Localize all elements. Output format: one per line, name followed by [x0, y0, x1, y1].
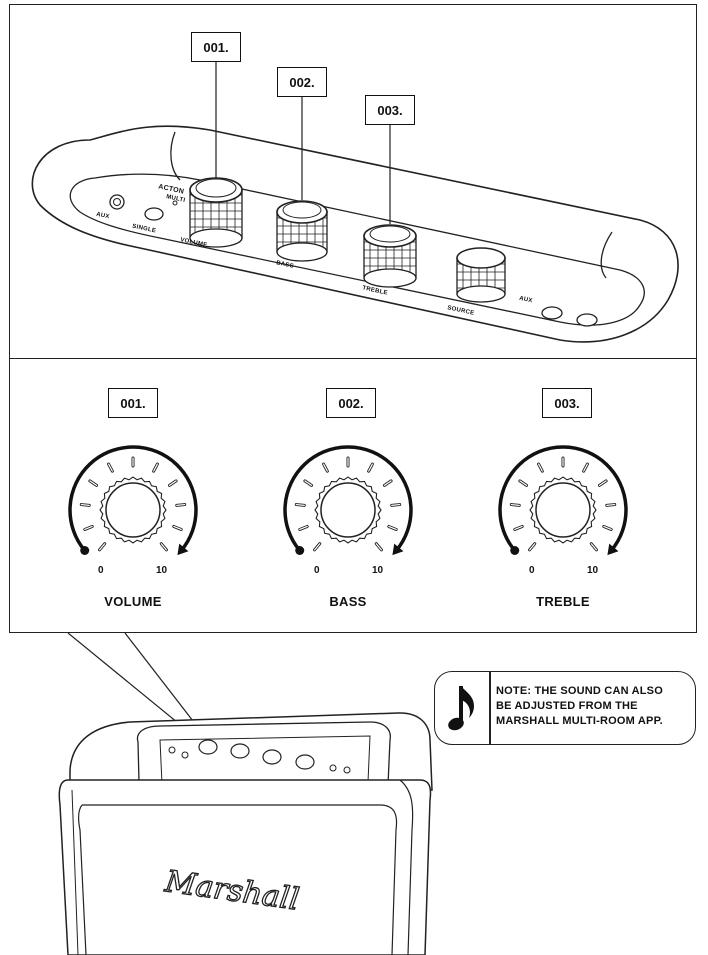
- dial-tick-inner: [153, 463, 159, 472]
- dial-tick-inner: [514, 525, 523, 531]
- note-line: BE ADJUSTED FROM THE: [496, 700, 638, 712]
- dial-tick-inner: [528, 543, 536, 551]
- speaker-illustration: Marshall: [58, 632, 433, 955]
- callout-002: 002.: [277, 67, 327, 97]
- dial-callout-002: 002.: [326, 388, 376, 418]
- dial-tick-inner: [322, 463, 328, 472]
- dial-start-dot: [80, 545, 90, 555]
- dial-tick-inner: [606, 503, 616, 507]
- dial-tick-inner: [603, 525, 612, 531]
- music-note-icon: [448, 686, 474, 731]
- panel-knob-bass: [276, 200, 328, 262]
- treble-name: TREBLE: [536, 594, 590, 609]
- dial-arc: [498, 445, 628, 552]
- dial-tick-inner: [173, 525, 182, 531]
- dial-arrow: [392, 543, 404, 556]
- dial-3: [498, 445, 628, 556]
- volume-name: VOLUME: [104, 594, 162, 609]
- dial-tick-inner: [537, 463, 543, 472]
- dial-tick-inner: [160, 543, 168, 551]
- knob-detail-frame: [9, 358, 697, 633]
- dial-tick-inner: [375, 543, 383, 551]
- note-divider: [489, 671, 491, 745]
- volume-min-label: 0: [98, 565, 104, 576]
- dial-start-dot: [510, 545, 520, 555]
- dial-diagrams: [68, 445, 628, 556]
- callout-001: 001.: [191, 32, 241, 62]
- top-panel-frame: [9, 4, 697, 359]
- treble-max-label: 10: [587, 565, 599, 576]
- dial-tick-inner: [391, 503, 401, 507]
- dial-tick-inner: [107, 463, 113, 472]
- dial-tick-inner: [89, 480, 98, 486]
- dial-tick-inner: [84, 525, 93, 531]
- dial-tick-inner: [368, 463, 374, 472]
- dial-tick-inner: [168, 480, 177, 486]
- callout-003: 003.: [365, 95, 415, 125]
- dial-tick-inner: [510, 503, 520, 507]
- panel-knob-volume: [189, 177, 243, 248]
- note-text: NOTE: THE SOUND CAN ALSO BE ADJUSTED FRO…: [496, 684, 692, 729]
- dial-tick-inner: [519, 480, 528, 486]
- dial-arrow: [607, 543, 619, 556]
- dial-tick-inner: [583, 463, 589, 472]
- note-line: MARSHALL MULTI-ROOM APP.: [496, 715, 663, 727]
- dial-arc: [283, 445, 413, 552]
- dial-tick-inner: [295, 503, 305, 507]
- dial-1: [68, 445, 198, 556]
- dial-tick-inner: [598, 480, 607, 486]
- dial-knob-cap: [105, 482, 161, 538]
- note-line: NOTE: THE SOUND CAN ALSO: [496, 685, 663, 697]
- dial-arrow: [177, 543, 189, 556]
- dial-tick-inner: [176, 503, 186, 507]
- bass-name: BASS: [329, 594, 367, 609]
- treble-min-label: 0: [529, 565, 535, 576]
- control-panel-illustration: [31, 62, 679, 343]
- dial-arc: [68, 445, 198, 552]
- note-box: [434, 671, 696, 745]
- dial-knob-cap: [535, 482, 591, 538]
- dial-tick-inner: [299, 525, 308, 531]
- bass-max-label: 10: [372, 565, 384, 576]
- dial-tick-inner: [80, 503, 90, 507]
- dial-start-dot: [295, 545, 305, 555]
- dial-tick-inner: [304, 480, 313, 486]
- dial-tick-inner: [313, 543, 321, 551]
- dial-tick-inner: [383, 480, 392, 486]
- dial-tick-inner: [98, 543, 106, 551]
- dial-tick-inner: [388, 525, 397, 531]
- bass-min-label: 0: [314, 565, 320, 576]
- dial-callout-001: 001.: [108, 388, 158, 418]
- dial-2: [283, 445, 413, 556]
- panel-knob-source: [456, 247, 506, 303]
- dial-callout-003: 003.: [542, 388, 592, 418]
- dial-tick-inner: [590, 543, 598, 551]
- volume-max-label: 10: [156, 565, 168, 576]
- panel-knob-treble: [363, 224, 417, 288]
- dial-knob-cap: [320, 482, 376, 538]
